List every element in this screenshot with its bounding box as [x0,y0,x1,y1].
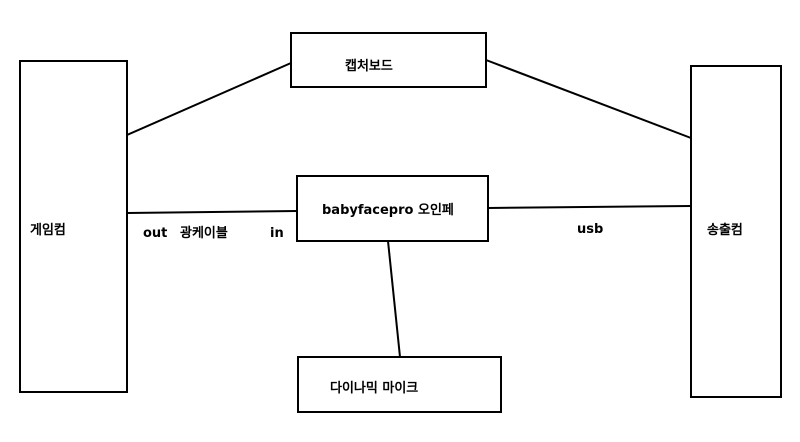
stream-pc-label: 송출컴 [707,222,743,238]
line-interface-to-stream [487,205,692,209]
capture-board-label: 캡처보드 [345,58,393,74]
line-interface-to-mic [387,240,401,358]
interface-label: babyfacepro 오인페 [322,202,454,218]
edge-label-usb: usb [577,222,603,237]
mic-box [297,356,502,413]
interface-box [296,175,489,242]
edge-label-in: in [270,226,284,241]
game-pc-label: 게임컴 [30,223,66,238]
line-game-to-capture [126,62,292,136]
capture-board-box [290,32,487,88]
line-game-to-interface [126,210,298,214]
stream-pc-box [690,65,782,398]
mic-label: 다이나믹 마이크 [330,380,418,396]
edge-label-optical-cable: 광케이블 [180,225,228,241]
edge-label-out: out [143,226,167,241]
game-pc-box [19,60,128,393]
line-capture-to-stream [485,59,692,139]
